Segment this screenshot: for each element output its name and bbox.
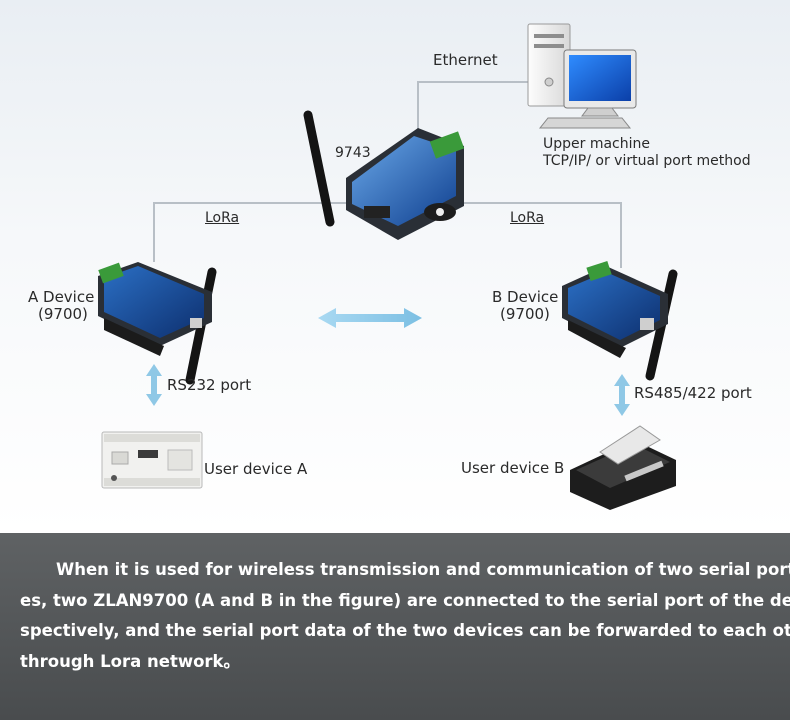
device-a-model-label: (9700)	[38, 305, 88, 323]
network-diagram: Ethernet 9743 Upper machine TCP/IP/ or v…	[0, 0, 790, 533]
description-panel: When it is used for wireless transmissio…	[0, 533, 790, 720]
rs485-port-label: RS485/422 port	[634, 384, 752, 402]
device-a-name-label: A Device	[28, 288, 95, 306]
lora-link-right	[460, 202, 622, 268]
lora-right-label: LoRa	[510, 210, 545, 226]
device-a-unit	[98, 262, 217, 385]
rs485-link-arrow	[614, 374, 630, 416]
user-device-b-printer	[570, 425, 676, 510]
user-device-a-label: User device A	[204, 460, 308, 478]
description-line: When it is used for wireless transmissio…	[56, 560, 790, 579]
gateway-9743-device	[303, 110, 465, 240]
ethernet-link	[417, 81, 528, 138]
connection-lines	[153, 81, 622, 268]
lora-left-label: LoRa	[205, 210, 240, 226]
device-b-model-label: (9700)	[500, 305, 550, 323]
device-b-unit	[562, 260, 678, 381]
gateway-model-label: 9743	[335, 145, 371, 161]
description-text: When it is used for wireless transmissio…	[20, 555, 790, 677]
ethernet-label: Ethernet	[433, 51, 498, 69]
description-line: through Lora network。	[20, 651, 241, 671]
device-b-name-label: B Device	[492, 288, 559, 306]
rs232-link-arrow	[146, 364, 162, 406]
upper-machine-method-label: TCP/IP/ or virtual port method	[543, 153, 751, 169]
lora-link-left	[153, 202, 350, 262]
diagram-graphics	[98, 23, 678, 510]
pc-icon	[527, 23, 637, 129]
description-line: spectively, and the serial port data of …	[20, 621, 790, 640]
upper-machine-label: Upper machine	[543, 136, 651, 152]
user-device-b-label: User device B	[461, 459, 565, 477]
user-device-a-plc	[101, 431, 203, 489]
description-line: es, two ZLAN9700 (A and B in the figure)…	[20, 590, 790, 610]
data-exchange-arrow	[318, 308, 422, 328]
rs232-port-label: RS232 port	[167, 376, 252, 394]
